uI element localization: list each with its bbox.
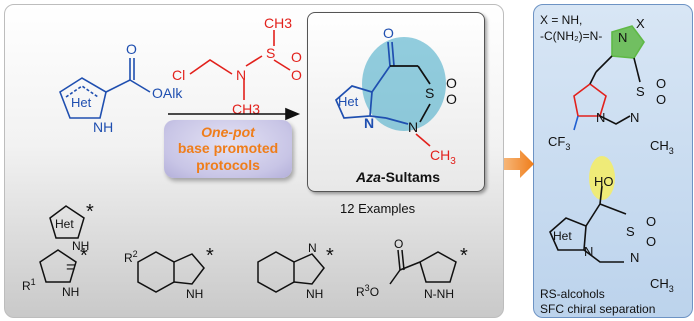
product-o-bottom: O bbox=[446, 91, 457, 107]
substrate-1-star: * bbox=[80, 245, 88, 267]
substrate-1-r: R1 bbox=[22, 277, 36, 293]
substrate-2-ring bbox=[137, 251, 205, 293]
right-n: N bbox=[618, 30, 627, 45]
right-n2: N bbox=[584, 244, 593, 259]
right-o2: O bbox=[656, 92, 666, 107]
right-n-me: N bbox=[630, 110, 639, 125]
legend-het-ring bbox=[49, 205, 85, 239]
ester-het: Het bbox=[71, 95, 92, 110]
substrate-4-star: * bbox=[460, 245, 468, 267]
right-o4: O bbox=[646, 234, 656, 249]
substrate-2-star: * bbox=[206, 245, 214, 267]
product-o-right: O bbox=[446, 75, 457, 91]
legend-equals: = bbox=[66, 259, 75, 276]
right-n3: N bbox=[630, 250, 639, 265]
reagent-ch3-top: CH3 bbox=[264, 15, 292, 31]
product-structure bbox=[334, 37, 446, 131]
right-o3: O bbox=[646, 214, 656, 229]
substrate-4-o: O bbox=[394, 237, 403, 251]
reaction-arrow bbox=[168, 107, 301, 121]
right-s: S bbox=[636, 84, 645, 99]
substrate-2-nh: NH bbox=[186, 287, 203, 301]
right-ho: HO bbox=[594, 174, 614, 189]
substrate-4-r: R3O bbox=[356, 283, 379, 299]
conditions-line2: base promoted bbox=[177, 140, 279, 156]
reagent-structure bbox=[189, 30, 291, 100]
right-ch3: CH3 bbox=[650, 138, 674, 156]
reagent-n: N bbox=[236, 67, 246, 83]
right-x: X bbox=[636, 16, 645, 31]
legend-het: Het bbox=[55, 217, 74, 231]
substrate-3-ring bbox=[257, 251, 325, 293]
right-s2: S bbox=[626, 224, 635, 239]
right-bottom-structure bbox=[549, 156, 627, 263]
right-cf3: CF3 bbox=[548, 134, 570, 152]
substrate-3-star: * bbox=[326, 245, 334, 267]
conditions-box: One-pot base promoted protocols bbox=[164, 120, 292, 178]
product-ch3: CH3 bbox=[430, 147, 456, 167]
right-caption1: RS-alcohols bbox=[540, 287, 605, 301]
conditions-line1: One-pot bbox=[201, 124, 255, 140]
right-top-structure bbox=[573, 25, 645, 131]
substrate-1-nh: NH bbox=[62, 285, 79, 299]
ester-structure bbox=[59, 58, 151, 119]
reagent-o-bottom: O bbox=[291, 67, 302, 83]
substrate-2-r: R2 bbox=[124, 249, 138, 265]
product-n: N bbox=[364, 115, 374, 131]
legend-star: * bbox=[86, 201, 94, 223]
examples-count: 12 Examples bbox=[340, 201, 416, 216]
conditions-line3: protocols bbox=[196, 157, 260, 173]
legend-nh: NH bbox=[72, 239, 89, 253]
right-caption2: SFC chiral separation bbox=[540, 302, 655, 316]
reagent-s: S bbox=[266, 45, 275, 61]
product-n2: N bbox=[408, 119, 418, 135]
reagent-o-right: O bbox=[291, 49, 302, 65]
ester-o-top: O bbox=[126, 41, 137, 57]
right-o1: O bbox=[656, 76, 666, 91]
product-s: S bbox=[425, 85, 434, 101]
product-het: Het bbox=[338, 94, 359, 109]
ester-nh: NH bbox=[93, 119, 113, 135]
reagent-cl: Cl bbox=[172, 67, 185, 83]
substrate-4-ring bbox=[389, 249, 457, 285]
right-n-ring: N bbox=[596, 110, 605, 125]
product-title: Aza-Sultams bbox=[355, 169, 440, 185]
transition-arrow bbox=[504, 150, 534, 178]
substrate-4-nh: N-NH bbox=[424, 287, 454, 301]
right-ch3b: CH3 bbox=[650, 276, 674, 294]
right-x-def1: X = NH, bbox=[540, 13, 582, 27]
substrate-1-ring bbox=[39, 249, 77, 283]
right-het: Het bbox=[553, 229, 572, 243]
reagent-ch3-bottom: CH3 bbox=[232, 101, 260, 117]
right-x-def2: -C(NH₂)=N- bbox=[540, 29, 602, 43]
substrate-3-nh: NH bbox=[306, 287, 323, 301]
ester-oalk: OAlk bbox=[152, 85, 183, 101]
product-o-top: O bbox=[383, 25, 394, 41]
substrate-3-n: N bbox=[308, 241, 317, 255]
